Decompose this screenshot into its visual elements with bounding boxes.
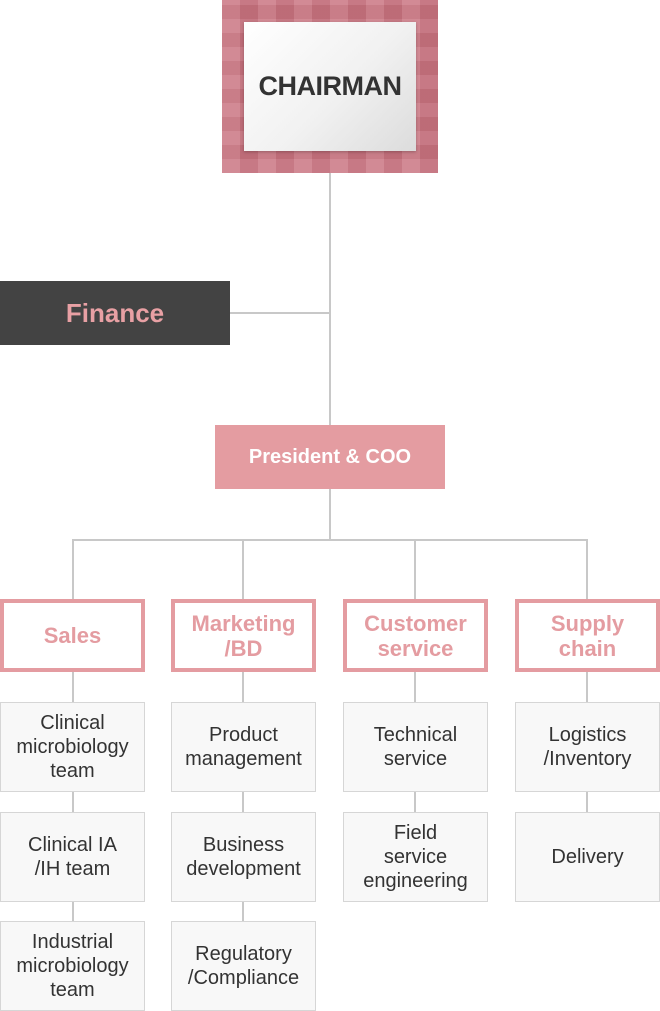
- unit-label: Logistics /Inventory: [543, 724, 632, 770]
- connector-president-down: [329, 489, 331, 540]
- connector-marketing-3: [242, 902, 244, 921]
- unit-label: Delivery: [551, 846, 624, 868]
- connector-sales-1: [72, 672, 74, 702]
- connector-chairman-president: [329, 173, 331, 425]
- unit-label: Regulatory /Compliance: [187, 943, 300, 989]
- finance-label: Finance: [65, 297, 165, 328]
- dept-customer-service: Customer service: [343, 599, 488, 672]
- connector-dept-4: [586, 539, 588, 599]
- chairman-box: CHAIRMAN: [244, 22, 416, 151]
- connector-dept-3: [414, 539, 416, 599]
- unit-supply-2: Delivery: [515, 812, 660, 902]
- unit-sales-2: Clinical IA /IH team: [0, 812, 145, 902]
- dept-supply-chain-label: Supply chain: [550, 610, 625, 661]
- unit-marketing-1: Product management: [171, 702, 316, 792]
- unit-customer-2: Field service engineering: [343, 812, 488, 902]
- unit-label: Business development: [186, 834, 301, 880]
- connector-marketing-1: [242, 672, 244, 702]
- connector-finance: [230, 312, 330, 314]
- unit-label: Product management: [185, 724, 302, 770]
- unit-label: Clinical microbiology team: [16, 712, 129, 782]
- connector-dept-2: [242, 539, 244, 599]
- president-box: President & COO: [215, 425, 445, 489]
- dept-customer-service-label: Customer service: [364, 610, 467, 661]
- connector-sales-2: [72, 792, 74, 812]
- connector-sales-3: [72, 902, 74, 921]
- unit-label: Clinical IA /IH team: [28, 834, 117, 880]
- connector-marketing-2: [242, 792, 244, 812]
- dept-sales: Sales: [0, 599, 145, 672]
- dept-marketing-label: Marketing /BD: [191, 610, 296, 661]
- unit-marketing-2: Business development: [171, 812, 316, 902]
- chairman-label: CHAIRMAN: [258, 71, 402, 101]
- unit-label: Technical service: [373, 724, 458, 770]
- dept-marketing: Marketing /BD: [171, 599, 316, 672]
- connector-supply-1: [586, 672, 588, 702]
- unit-label: Field service engineering: [363, 822, 468, 892]
- unit-marketing-3: Regulatory /Compliance: [171, 921, 316, 1011]
- connector-supply-2: [586, 792, 588, 812]
- president-label: President & COO: [248, 445, 412, 468]
- unit-customer-1: Technical service: [343, 702, 488, 792]
- dept-sales-label: Sales: [43, 623, 102, 648]
- unit-sales-3: Industrial microbiology team: [0, 921, 145, 1011]
- unit-label: Industrial microbiology team: [16, 931, 129, 1001]
- connector-dept-1: [72, 539, 74, 599]
- finance-box: Finance: [0, 281, 230, 345]
- unit-sales-1: Clinical microbiology team: [0, 702, 145, 792]
- dept-supply-chain: Supply chain: [515, 599, 660, 672]
- connector-horizontal-bus: [72, 539, 588, 541]
- connector-customer-2: [414, 792, 416, 812]
- connector-customer-1: [414, 672, 416, 702]
- unit-supply-1: Logistics /Inventory: [515, 702, 660, 792]
